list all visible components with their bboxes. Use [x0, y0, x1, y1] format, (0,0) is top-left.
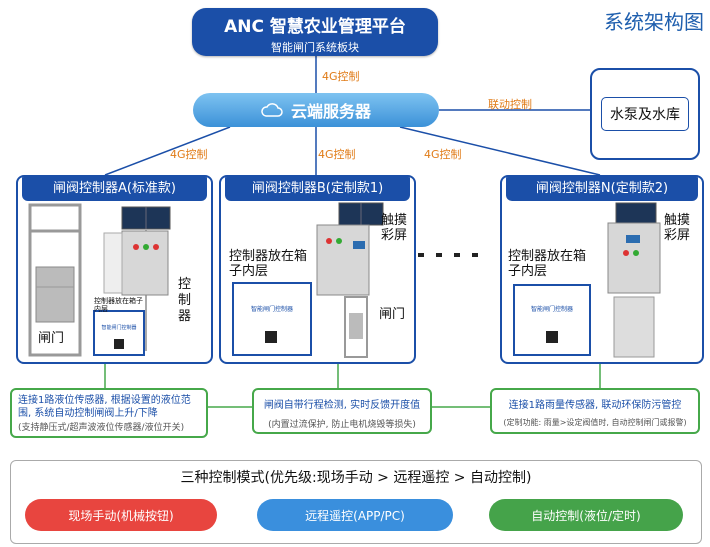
- cloud-label: 云端服务器: [290, 102, 371, 121]
- controller-b: 闸阀控制器B(定制款1) 智能闸门控制器 控制器放在箱子内层 触摸彩屏 闸门: [219, 175, 416, 364]
- note-rain-sensor-sub: (定制功能: 雨量>设定阀值时, 自动控制闸门或报警): [503, 418, 687, 427]
- platform-subtitle: 智能闸门系统板块: [271, 41, 359, 54]
- link-label-cloud-b: 4G控制: [318, 148, 356, 161]
- device-text-n: 智能闸门控制器: [531, 305, 573, 313]
- controller-a: 闸阀控制器A(标准款) 智能闸门控制器 控制器放在箱子内层 控制器 闸门: [16, 175, 213, 364]
- controller-a-illustration: 智能闸门控制器: [28, 203, 171, 357]
- controller-a-title: 闸阀控制器A(标准款): [22, 177, 207, 201]
- controller-b-screen-label: 触摸彩屏: [381, 213, 408, 243]
- note-level-sensor-text: 连接1路液位传感器, 根据设置的液位范围, 系统自动控制闸阀上升/下降: [18, 395, 191, 419]
- link-cloud-a: [104, 126, 231, 176]
- controller-n-inner-note: 控制器放在箱子内层: [508, 249, 587, 279]
- link-label-cloud-n: 4G控制: [424, 148, 462, 161]
- device-text-a: 智能闸门控制器: [101, 324, 136, 331]
- controller-n-screen-label: 触摸彩屏: [664, 213, 691, 243]
- link-label-cloud-a: 4G控制: [170, 148, 208, 161]
- pump-label: 水泵及水库: [601, 97, 689, 131]
- note-level-sensor: 连接1路液位传感器, 根据设置的液位范围, 系统自动控制闸阀上升/下降 (支持静…: [10, 388, 208, 438]
- control-modes-title: 三种控制模式(优先级:现场手动 > 远程遥控 > 自动控制): [180, 470, 532, 486]
- platform-box: ANC 智慧农业管理平台 智能闸门系统板块: [192, 8, 438, 56]
- controller-a-inner-note: 控制器放在箱子内层: [94, 297, 143, 313]
- controller-a-controller-label: 控制器: [178, 277, 192, 324]
- link-cloud-n: [399, 126, 601, 176]
- note-travel-detection-text: 闸阀自带行程检测, 实时反馈开度值: [263, 400, 421, 411]
- mode-manual: 现场手动(机械按钮): [25, 499, 217, 531]
- link-label-cloud-pump: 联动控制: [488, 98, 532, 111]
- controller-a-gate-label: 闸门: [38, 331, 65, 346]
- control-modes: 三种控制模式(优先级:现场手动 > 远程遥控 > 自动控制) 现场手动(机械按钮…: [10, 460, 702, 544]
- note-travel-detection-sub: (内置过流保护, 防止电机烧毁等损失): [268, 420, 416, 430]
- controller-b-gate-label: 闸门: [379, 307, 406, 322]
- controller-b-illustration: 智能闸门控制器: [232, 202, 384, 358]
- controller-b-title: 闸阀控制器B(定制款1): [225, 177, 410, 201]
- device-text-b: 智能闸门控制器: [251, 305, 293, 313]
- controller-n-illustration: 智能闸门控制器: [513, 202, 661, 358]
- note-level-sensor-sub: (支持静压式/超声波液位传感器/液位开关): [18, 423, 185, 433]
- controller-n: 闸阀控制器N(定制款2) 智能闸门控制器 控制器放在箱子内层 触摸彩屏: [500, 175, 704, 364]
- note-travel-detection: 闸阀自带行程检测, 实时反馈开度值 (内置过流保护, 防止电机烧毁等损失): [252, 388, 432, 434]
- cloud-icon: [261, 103, 283, 117]
- note-rain-sensor: 连接1路雨量传感器, 联动环保防污管控 (定制功能: 雨量>设定阀值时, 自动控…: [490, 388, 700, 434]
- link-label-platform-cloud: 4G控制: [322, 70, 360, 83]
- platform-title: ANC 智慧农业管理平台: [224, 17, 406, 37]
- more-controllers-dots: [418, 253, 478, 257]
- note-rain-sensor-text: 连接1路雨量传感器, 联动环保防污管控: [508, 400, 682, 411]
- diagram-title: 系统架构图: [604, 10, 704, 34]
- controller-b-inner-note: 控制器放在箱子内层: [229, 249, 308, 279]
- controller-n-title: 闸阀控制器N(定制款2): [506, 177, 698, 201]
- mode-remote: 远程遥控(APP/PC): [257, 499, 453, 531]
- cloud-server: 云端服务器: [193, 93, 439, 127]
- pump-box: 水泵及水库: [590, 68, 700, 160]
- mode-auto: 自动控制(液位/定时): [489, 499, 683, 531]
